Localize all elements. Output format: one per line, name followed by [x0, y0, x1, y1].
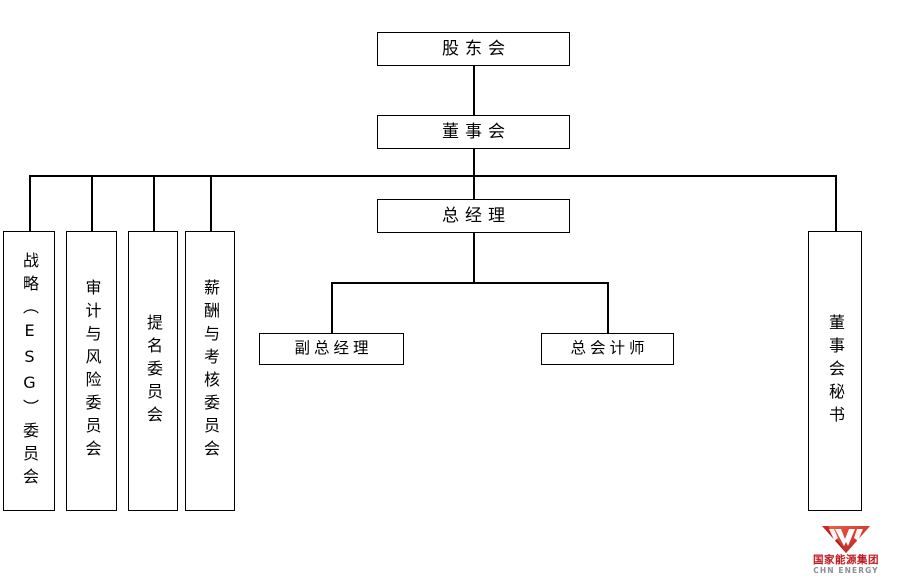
connector-bus-to-committee-4	[210, 175, 212, 231]
node-board-of-directors[interactable]: 董事会	[377, 115, 570, 149]
connector-board-to-bus	[473, 148, 475, 175]
node-chief-accountant[interactable]: 总会计师	[541, 333, 674, 365]
node-general-manager-label: 总经理	[442, 205, 511, 226]
connector-bus-to-committee-1	[29, 175, 31, 231]
node-shareholders-meeting-label: 股东会	[442, 38, 511, 59]
node-general-manager[interactable]: 总经理	[377, 199, 570, 233]
node-committee-remuneration-assessment-label: 薪酬与考核委员会	[201, 279, 220, 463]
node-board-secretary[interactable]: 董事会秘书	[808, 231, 862, 511]
connector-shareholders-to-board	[473, 65, 475, 115]
connector-bus-to-committee-3	[153, 175, 155, 231]
connector-bus-to-chief-accountant	[607, 282, 609, 333]
node-committee-audit-risk[interactable]: 审计与风险委员会	[66, 231, 117, 511]
node-shareholders-meeting[interactable]: 股东会	[377, 32, 570, 66]
node-deputy-general-manager[interactable]: 副总经理	[259, 333, 404, 365]
node-committee-strategy-esg-label: 战略（ESG）委员会	[20, 251, 39, 491]
node-deputy-general-manager-label: 副总经理	[294, 339, 373, 358]
node-committee-nomination-label: 提名委员会	[144, 313, 163, 429]
brand-logo: 国家能源集团 CHN ENERGY	[800, 524, 892, 576]
general-manager-bus-line	[331, 282, 608, 284]
connector-general-manager-down	[473, 232, 475, 283]
connector-bus-to-board-secretary	[835, 175, 837, 231]
chn-energy-logo-icon	[818, 524, 874, 554]
node-chief-accountant-label: 总会计师	[570, 339, 649, 358]
node-committee-strategy-esg[interactable]: 战略（ESG）委员会	[3, 231, 55, 511]
connector-bus-to-committee-2	[91, 175, 93, 231]
node-committee-remuneration-assessment[interactable]: 薪酬与考核委员会	[185, 231, 235, 511]
node-board-secretary-label: 董事会秘书	[826, 313, 845, 429]
connector-bus-to-general-manager	[473, 175, 475, 199]
node-committee-nomination[interactable]: 提名委员会	[128, 231, 178, 511]
logo-english-name: CHN ENERGY	[813, 565, 879, 575]
committee-bus-line	[29, 175, 836, 177]
node-board-of-directors-label: 董事会	[442, 121, 511, 142]
connector-bus-to-deputy-general-manager	[331, 282, 333, 333]
node-committee-audit-risk-label: 审计与风险委员会	[82, 279, 102, 463]
logo-chinese-name: 国家能源集团	[813, 554, 879, 566]
